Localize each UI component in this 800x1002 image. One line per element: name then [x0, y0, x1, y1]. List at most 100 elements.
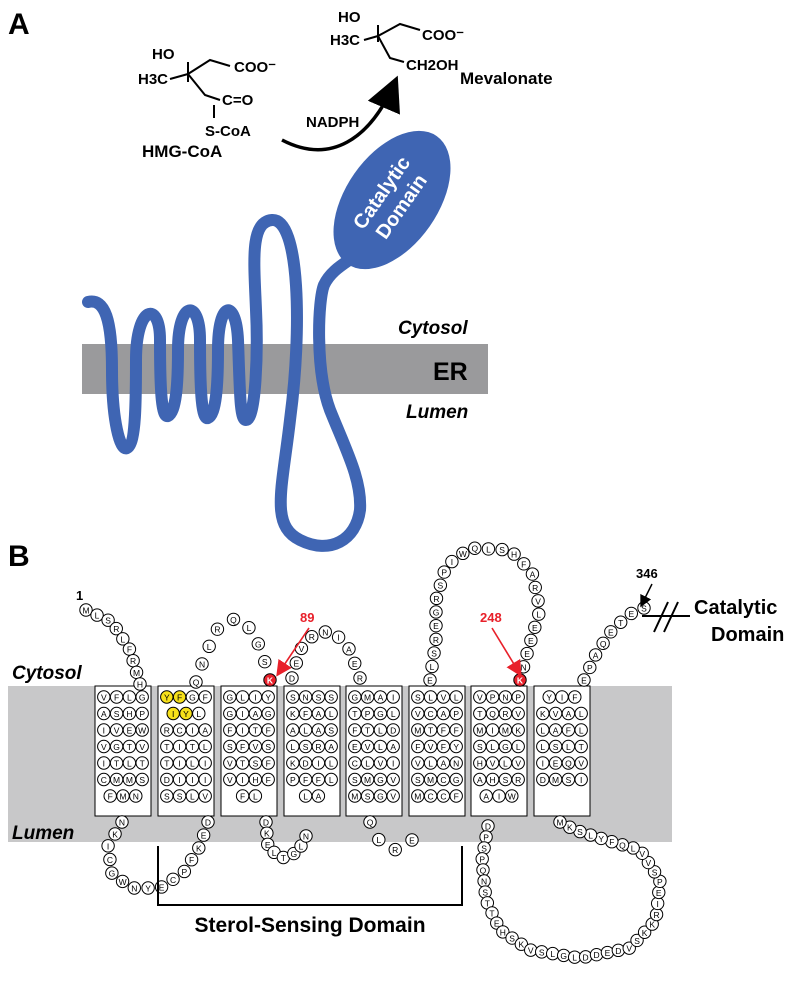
svg-text:W: W	[508, 792, 516, 802]
svg-text:E: E	[656, 888, 662, 898]
svg-text:P: P	[290, 775, 296, 785]
svg-text:Y: Y	[453, 742, 459, 752]
helix-residue: V	[373, 756, 388, 770]
svg-text:L: L	[203, 742, 208, 752]
helix-residue: C	[423, 706, 438, 721]
helix-residue: F	[449, 789, 463, 803]
helix-residue: C	[436, 772, 451, 787]
helix-residue: L	[298, 789, 313, 803]
svg-text:F: F	[316, 775, 321, 785]
svg-text:F: F	[266, 775, 271, 785]
mevalonate-ch2oh: CH2OH	[406, 57, 459, 74]
loop-residue: E	[429, 618, 443, 633]
svg-text:M: M	[364, 775, 371, 785]
svg-text:F: F	[441, 742, 446, 752]
svg-text:L: L	[391, 709, 396, 719]
mevalonate-ho: HO	[338, 9, 361, 26]
helix-residue: V	[411, 756, 425, 770]
helix-residue: G	[373, 706, 388, 721]
svg-text:V: V	[378, 759, 384, 769]
svg-text:R: R	[309, 632, 315, 642]
svg-text:T: T	[253, 726, 258, 736]
helix-residue: S	[348, 772, 362, 787]
loop-residue: R	[429, 632, 443, 647]
svg-text:L: L	[540, 726, 545, 736]
helix-residue: E	[122, 723, 137, 737]
loop-residue: M	[553, 815, 567, 829]
svg-text:K: K	[517, 676, 524, 686]
helix-residue: I	[386, 756, 400, 770]
loop-residue: W	[115, 874, 130, 889]
svg-text:I: I	[191, 726, 193, 736]
svg-text:A: A	[290, 726, 296, 736]
helix-residue: L	[485, 739, 500, 754]
svg-text:C: C	[352, 759, 358, 769]
svg-text:V: V	[441, 693, 447, 703]
helix-residue: L	[324, 756, 338, 770]
helix-residue: A	[286, 723, 300, 737]
svg-text:F: F	[441, 726, 446, 736]
helix-residue: V	[423, 739, 438, 754]
helix-residue: V	[97, 739, 111, 754]
helix-residue: I	[235, 723, 250, 737]
svg-text:G: G	[255, 639, 262, 649]
svg-text:L: L	[540, 742, 545, 752]
svg-text:E: E	[201, 831, 207, 841]
helix-residue: L	[423, 690, 438, 704]
svg-text:T: T	[127, 742, 132, 752]
svg-text:K: K	[567, 823, 573, 833]
loop-residue: V	[531, 594, 545, 608]
residue-89-marker: 89	[300, 610, 314, 625]
svg-text:P: P	[479, 854, 485, 864]
loop-residue: S	[535, 945, 549, 959]
helix-residue: L	[122, 756, 137, 770]
sterol-sensing-bracket	[157, 846, 463, 906]
loop-residue: D	[201, 815, 215, 829]
svg-text:I: I	[254, 693, 256, 703]
svg-text:S: S	[253, 759, 259, 769]
svg-text:I: I	[491, 726, 493, 736]
helix-residue: I	[198, 756, 212, 770]
svg-text:I: I	[241, 726, 243, 736]
helix-residue: G	[348, 690, 362, 704]
svg-text:M: M	[552, 775, 559, 785]
lumen-label-a: Lumen	[406, 402, 468, 423]
svg-text:P: P	[483, 832, 489, 842]
svg-text:Y: Y	[145, 884, 151, 894]
svg-text:T: T	[114, 759, 119, 769]
svg-text:A: A	[477, 775, 483, 785]
svg-text:R: R	[357, 674, 363, 684]
helix-residue: M	[411, 789, 425, 803]
helix-residue: F	[411, 739, 425, 754]
svg-text:D: D	[289, 674, 295, 684]
svg-text:E: E	[532, 623, 538, 633]
helix-residue: D	[386, 723, 400, 737]
helix-residue: L	[561, 739, 576, 754]
helix-residue: T	[122, 739, 137, 754]
svg-text:G: G	[226, 709, 233, 719]
svg-text:A: A	[316, 709, 322, 719]
svg-text:T: T	[281, 853, 286, 863]
loop-residue: L	[481, 542, 496, 556]
svg-text:L: L	[516, 742, 521, 752]
loop-residue: E	[604, 625, 618, 639]
loop-residue: N	[127, 881, 141, 895]
chain-truncation-mark	[642, 601, 690, 633]
hmgcr-membrane-chain	[82, 214, 367, 552]
svg-text:M: M	[427, 775, 434, 785]
helix-residue: A	[561, 706, 576, 721]
helix-residue: A	[324, 739, 338, 754]
helix-residue: A	[248, 706, 263, 721]
svg-text:N: N	[303, 832, 309, 842]
loop-residue: K	[263, 673, 277, 687]
svg-text:S: S	[509, 934, 515, 944]
helix-residue: L	[185, 789, 200, 803]
helix-residue: F	[568, 690, 582, 704]
helix-residue: V	[485, 756, 500, 770]
helix-residue: C	[423, 789, 438, 803]
svg-text:S: S	[227, 742, 233, 752]
helix-residue: F	[223, 723, 237, 737]
helix-residue: I	[492, 789, 506, 803]
svg-text:S: S	[328, 693, 334, 703]
loop-residue: L	[372, 832, 386, 847]
